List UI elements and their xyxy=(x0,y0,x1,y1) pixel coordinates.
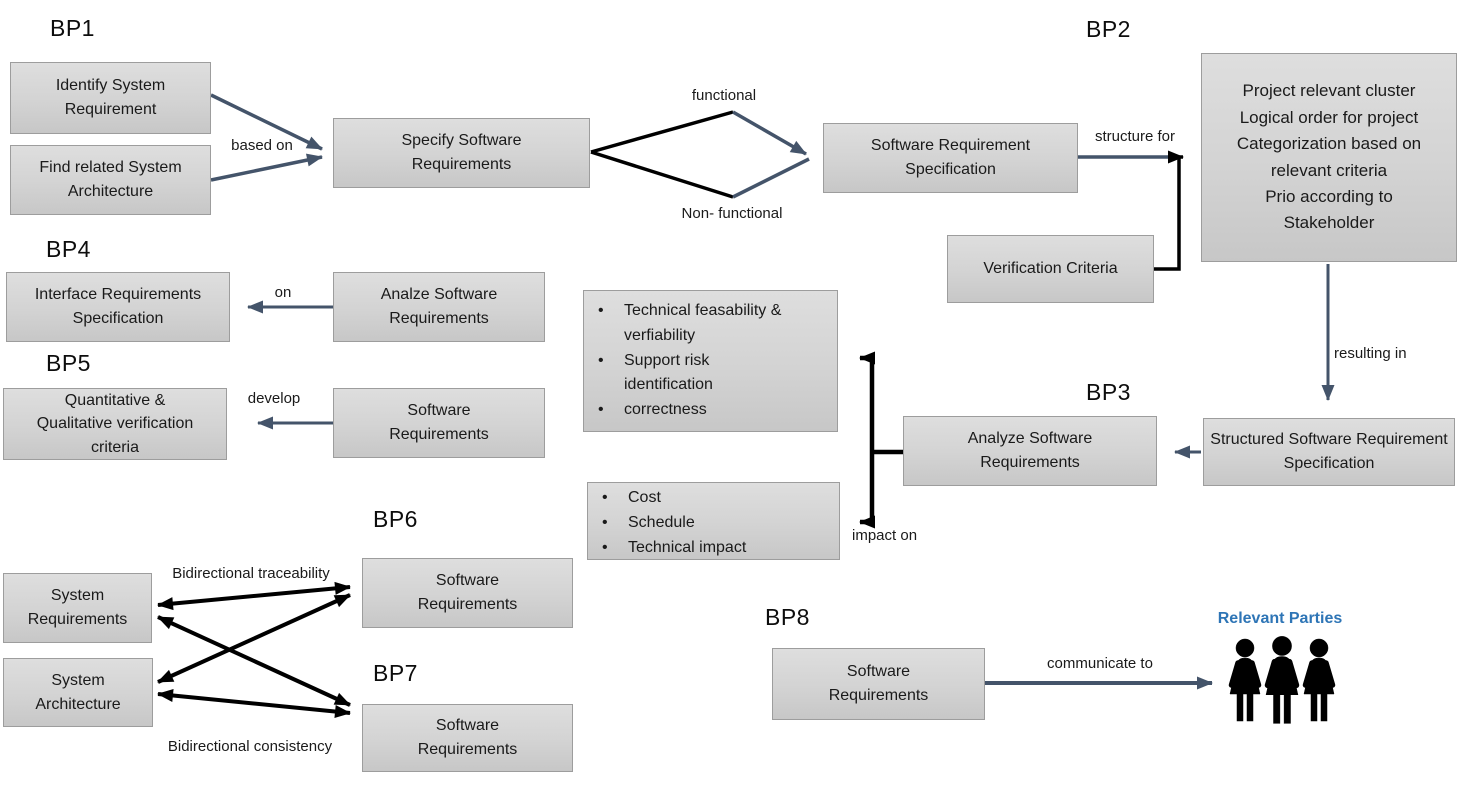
system-architecture-box: System Architecture xyxy=(3,658,153,727)
cluster-lines: Project relevant cluster Logical order f… xyxy=(1237,78,1421,236)
on-label: on xyxy=(274,284,292,301)
bp5-software-requirements-box: Software Requirements xyxy=(333,388,545,458)
verification-elbow-line xyxy=(1154,157,1181,271)
diamond-functional-line xyxy=(590,110,734,154)
cluster-line: Logical order for project xyxy=(1239,107,1419,127)
communicate-to-label: communicate to xyxy=(1047,655,1153,672)
bullet-item: correctness xyxy=(584,398,837,423)
bp7-label: BP7 xyxy=(373,660,418,686)
bullet-dot-icon xyxy=(584,398,624,423)
analyze-software-requirements-box: Analyze Software Requirements xyxy=(903,416,1157,486)
bp1-find-arrow xyxy=(210,153,323,182)
find-related-system-architecture-box: Find related System Architecture xyxy=(10,145,211,215)
bullet-item: Technical feasability & verfiability xyxy=(584,299,837,349)
sysreq-bp6-bidirectional-arrow xyxy=(157,581,351,611)
bp5-label: BP5 xyxy=(46,350,91,376)
bp6-software-requirements-box: Software Requirements xyxy=(362,558,573,628)
bidirectional-traceability-label: Bidirectional traceability xyxy=(172,565,330,582)
diamond-nonfunctional-arrow xyxy=(732,157,810,199)
relevant-parties-people-icon xyxy=(1228,633,1336,735)
based-on-label: based on xyxy=(231,137,293,154)
diamond-nonfunctional-line xyxy=(590,150,734,199)
functional-label: functional xyxy=(691,87,757,104)
identify-system-requirement-box: Identify System Requirement xyxy=(10,62,211,134)
cluster-line: Prio according to xyxy=(1265,186,1393,206)
quality-criteria-bullet-box: Technical feasability & verfiability Sup… xyxy=(583,290,838,432)
bullet-dot-icon xyxy=(588,536,628,561)
diamond-functional-arrow xyxy=(732,110,807,156)
system-requirements-box: System Requirements xyxy=(3,573,152,643)
bullet-item: Schedule xyxy=(588,511,839,536)
bidirectional-consistency-label: Bidirectional consistency xyxy=(167,738,333,755)
sysarch-bp6-bidirectional-arrow xyxy=(157,593,351,684)
bullet-item: Technical impact xyxy=(588,536,839,561)
bullet-dot-icon xyxy=(588,486,628,511)
bp7-software-requirements-box: Software Requirements xyxy=(362,704,573,772)
bp1-label: BP1 xyxy=(50,15,95,41)
bp3-label: BP3 xyxy=(1086,379,1131,405)
interface-requirements-specification-box: Interface Requirements Specification xyxy=(6,272,230,342)
bp6-label: BP6 xyxy=(373,506,418,532)
bullet-dot-icon xyxy=(588,511,628,536)
quantitative-qualitative-verification-criteria-box: Quantitative & Qualitative verification … xyxy=(3,388,227,460)
verification-criteria-box: Verification Criteria xyxy=(947,235,1154,303)
analze-software-requirements-box: Analze Software Requirements xyxy=(333,272,545,342)
cluster-line: Categorization based on xyxy=(1236,134,1422,154)
bullet-dot-icon xyxy=(584,349,624,399)
bp4-label: BP4 xyxy=(46,236,91,262)
bullet-item: Support risk identification xyxy=(584,349,837,399)
analyze-elbow-line xyxy=(869,358,903,522)
cluster-line: relevant criteria xyxy=(1270,160,1388,180)
bullet-dot-icon xyxy=(584,299,624,349)
sysreq-bp7-bidirectional-arrow xyxy=(157,615,351,707)
structure-for-label: structure for xyxy=(1094,128,1176,145)
bp1-identify-arrow xyxy=(210,93,323,151)
requirement-clustering-box: Project relevant cluster Logical order f… xyxy=(1201,53,1457,262)
impact-bullet-box: Cost Schedule Technical impact xyxy=(587,482,840,560)
relevant-parties-label: Relevant Parties xyxy=(1217,610,1343,627)
bp8-software-requirements-box: Software Requirements xyxy=(772,648,985,720)
software-requirement-specification-box: Software Requirement Specification xyxy=(823,123,1078,193)
non-functional-label: Non- functional xyxy=(681,205,783,222)
sysarch-bp7-bidirectional-arrow xyxy=(157,689,351,718)
cluster-line: Project relevant cluster xyxy=(1242,81,1416,101)
bp8-label: BP8 xyxy=(765,604,810,630)
structured-software-requirement-specification-box: Structured Software Requirement Specific… xyxy=(1203,418,1455,486)
bullet-item: Cost xyxy=(588,486,839,511)
impact-on-label: impact on xyxy=(852,527,918,544)
resulting-in-label: resulting in xyxy=(1334,345,1407,362)
bp2-label: BP2 xyxy=(1086,16,1131,42)
develop-label: develop xyxy=(247,390,301,407)
specify-software-requirements-box: Specify Software Requirements xyxy=(333,118,590,188)
cluster-line: Stakeholder xyxy=(1283,213,1375,233)
